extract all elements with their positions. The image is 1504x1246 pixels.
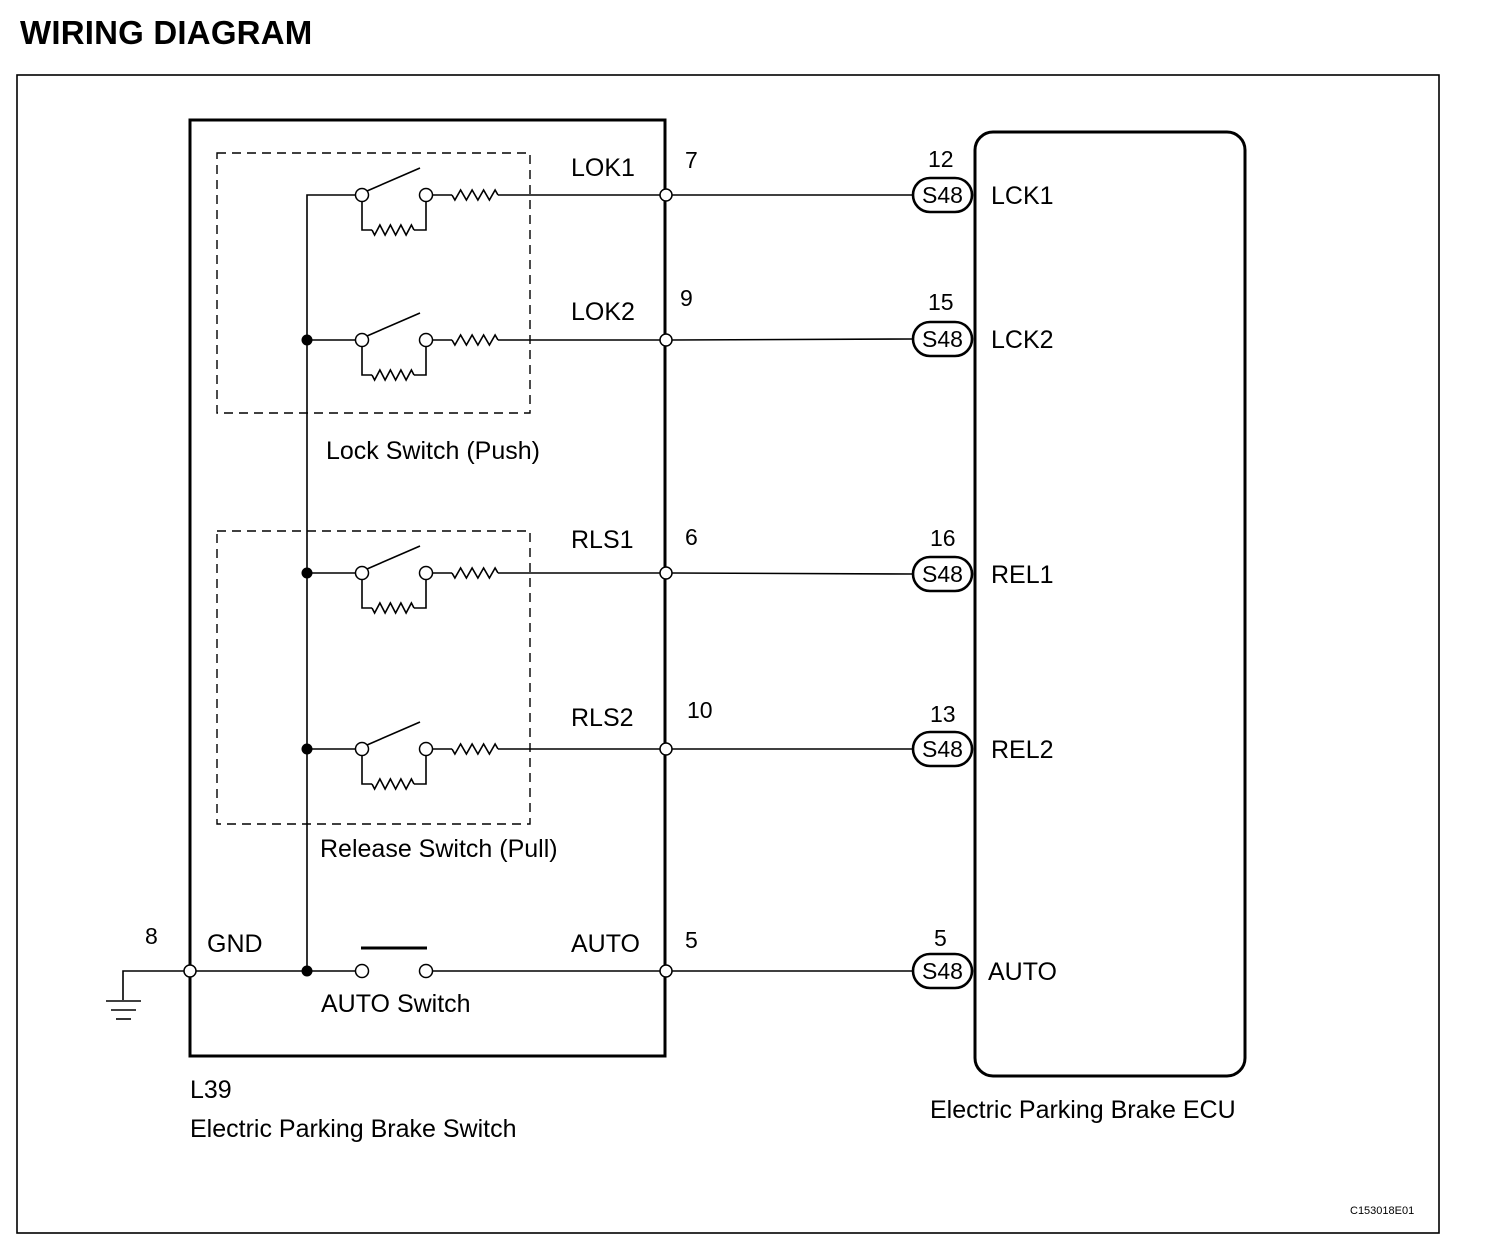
- release-switch-label: Release Switch (Pull): [320, 835, 558, 863]
- ecu-box: [973, 130, 1247, 1078]
- switch-unit-code: L39: [190, 1076, 232, 1104]
- gnd-label: GND: [207, 930, 263, 958]
- switch-lever: [366, 721, 421, 746]
- switch-contact: [354, 332, 370, 348]
- resistor-symbol: [371, 223, 415, 237]
- lock-switch-label: Lock Switch (Push): [326, 437, 540, 465]
- svg-text:S48: S48: [922, 561, 963, 587]
- ecu-pin-number: 12: [928, 146, 954, 172]
- switch-terminal: [659, 742, 673, 756]
- wire-joint: [301, 743, 313, 755]
- switch-lever: [366, 545, 421, 570]
- connector-s48: S48: [911, 555, 974, 593]
- switch-pin-number: 5: [685, 927, 698, 953]
- ecu-terminal-label: LCK1: [991, 182, 1054, 210]
- switch-row-lok1: [354, 167, 499, 237]
- resistor-symbol: [371, 368, 415, 382]
- switch-contact: [418, 187, 434, 203]
- switch-terminal: [659, 333, 673, 347]
- switch-contact: [354, 741, 370, 757]
- ecu-terminal-label: LCK2: [991, 326, 1054, 354]
- switch-contact: [418, 565, 434, 581]
- gnd-terminal: [183, 964, 197, 978]
- ecu-terminal-label: REL2: [991, 736, 1054, 764]
- switch-pin-number: 7: [685, 147, 698, 173]
- switch-row-rls1: [307, 545, 499, 615]
- diagram-frame: [16, 74, 1440, 1234]
- ground-connection: [106, 970, 307, 1020]
- connector-s48: S48: [911, 730, 974, 768]
- resistor-symbol: [451, 188, 499, 202]
- gnd-pin-number: 8: [145, 923, 158, 949]
- connector-s48: S48: [911, 320, 974, 358]
- signal-label: LOK2: [571, 298, 635, 326]
- signal-label: RLS2: [571, 704, 634, 732]
- wire-joint: [301, 567, 313, 579]
- ecu-terminal-label: AUTO: [988, 958, 1057, 986]
- switch-lever: [366, 167, 421, 192]
- switch-unit-name: Electric Parking Brake Switch: [190, 1115, 517, 1143]
- connector-s48: S48: [911, 176, 974, 214]
- auto-switch-label: AUTO Switch: [321, 990, 471, 1018]
- switch-pin-number: 6: [685, 524, 698, 550]
- resistor-symbol: [371, 601, 415, 615]
- wire-joint: [301, 334, 313, 346]
- switch-terminal: [659, 566, 673, 580]
- svg-text:S48: S48: [922, 326, 963, 352]
- signal-label: RLS1: [571, 526, 634, 554]
- switch-contact: [354, 187, 370, 203]
- ecu-name: Electric Parking Brake ECU: [930, 1096, 1236, 1124]
- switch-pin-number: 9: [680, 285, 693, 311]
- ecu-terminal-label: REL1: [991, 561, 1054, 589]
- svg-text:S48: S48: [922, 182, 963, 208]
- switch-pin-number: 10: [687, 697, 713, 723]
- switch-contact: [418, 741, 434, 757]
- switch-contact: [418, 332, 434, 348]
- switch-contact: [354, 565, 370, 581]
- switch-terminal: [659, 964, 673, 978]
- harness-wire-rls1: [671, 572, 914, 575]
- ecu-pin-number: 5: [934, 925, 947, 951]
- ecu-pin-number: 15: [928, 289, 954, 315]
- switch-unit-box: [188, 118, 667, 1058]
- lock-switch-group: [216, 152, 531, 414]
- figure-code: C153018E01: [1350, 1205, 1414, 1217]
- release-switch-group: [216, 530, 531, 825]
- ecu-pin-number: 13: [930, 701, 956, 727]
- svg-text:S48: S48: [922, 736, 963, 762]
- switch-terminal: [659, 188, 673, 202]
- page-title: WIRING DIAGRAM: [20, 14, 313, 51]
- connector-s48: S48: [911, 952, 974, 990]
- svg-text:S48: S48: [922, 958, 963, 984]
- resistor-symbol: [451, 742, 499, 756]
- harness-wire-lok2: [671, 338, 914, 341]
- switch-row-rls2: [307, 721, 499, 791]
- signal-label: LOK1: [571, 154, 635, 182]
- resistor-symbol: [371, 777, 415, 791]
- internal-ground-bus: [306, 194, 358, 971]
- switch-lever: [366, 312, 421, 337]
- auto-switch: [307, 946, 434, 979]
- resistor-symbol: [451, 333, 499, 347]
- ecu-pin-number: 16: [930, 525, 956, 551]
- signal-label: AUTO: [571, 930, 640, 958]
- resistor-symbol: [451, 566, 499, 580]
- switch-row-lok2: [307, 312, 499, 382]
